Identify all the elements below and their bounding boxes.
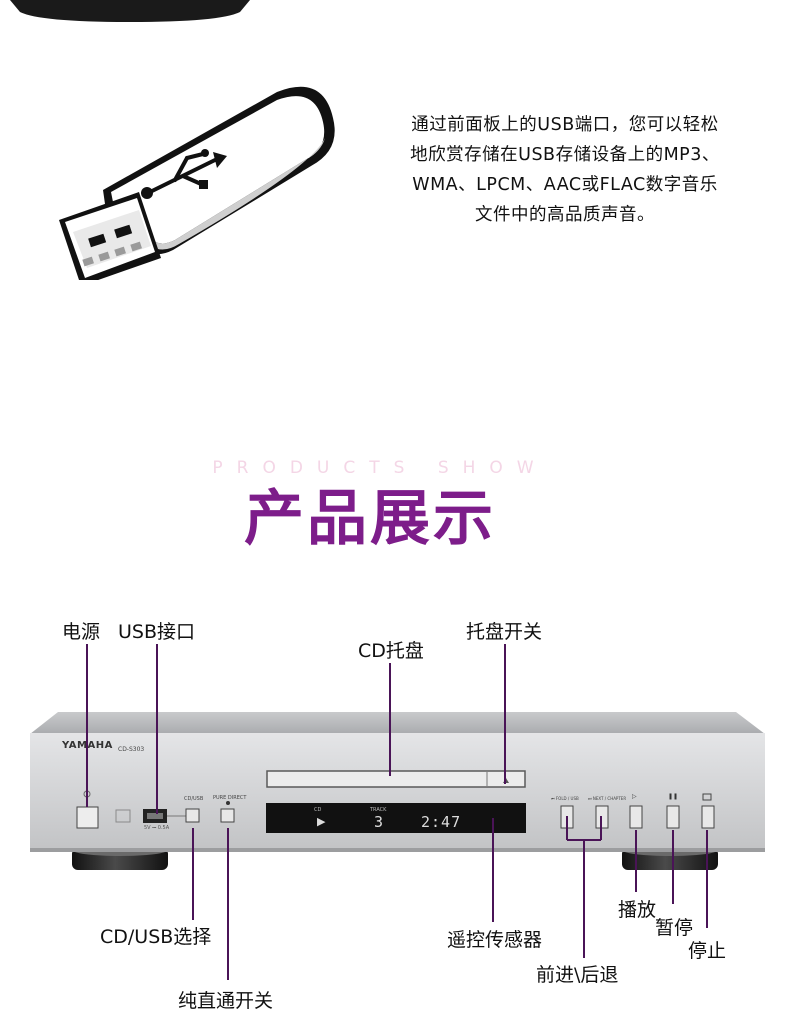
label-usb-port: USB接口 — [118, 621, 196, 643]
label-skip: 前进\后退 — [536, 964, 619, 986]
label-pause: 暂停 — [655, 917, 694, 939]
label-power: 电源 — [62, 621, 101, 643]
label-remote-sensor: 遥控传感器 — [447, 929, 543, 951]
skip-forward-text: ⏭ NEXT / CHAPTER — [588, 796, 627, 801]
section-subtitle-en: PRODUCTS SHOW — [212, 458, 548, 478]
section-title: 产品展示 — [244, 484, 496, 554]
top-foot-fragment — [10, 0, 250, 22]
pause-symbol: ❚❚ — [668, 793, 679, 800]
player-model: CD-S303 — [118, 746, 145, 753]
usb-description-line: WMA、LPCM、AAC或FLAC数字音乐 — [412, 175, 718, 195]
cd-player-front-panel — [30, 712, 765, 870]
label-play: 播放 — [618, 899, 657, 921]
display-cd-caption: CD — [314, 807, 322, 813]
pure-direct-text: PURE DIRECT — [213, 795, 247, 801]
label-stop: 停止 — [688, 940, 727, 962]
display-time: 2:47 — [421, 813, 462, 831]
label-tray-switch: 托盘开关 — [466, 621, 543, 643]
cd-usb-text: CD/USB — [184, 796, 204, 802]
usb-port-rating: 5V ⎓ 0.5A — [144, 825, 170, 831]
usb-description: 通过前面板上的USB端口，您可以轻松 地欣赏存储在USB存储设备上的MP3、 W… — [380, 110, 750, 230]
display-track-number: 3 — [374, 813, 384, 831]
skip-back-text: ⏮ FOLD / USB — [551, 796, 579, 801]
callout-lines — [86, 644, 708, 980]
usb-description-line: 通过前面板上的USB端口，您可以轻松 — [411, 115, 719, 135]
usb-description-line: 地欣赏存储在USB存储设备上的MP3、 — [410, 145, 720, 165]
usb-description-line: 文件中的高品质声音。 — [475, 205, 655, 225]
display-track-caption: TRACK — [370, 807, 387, 813]
label-cd-usb-select: CD/USB选择 — [100, 926, 212, 948]
usb-drive-illustration — [59, 86, 335, 280]
display-play-icon: ▶ — [317, 815, 326, 828]
label-cd-tray: CD托盘 — [358, 640, 424, 662]
play-pause-symbol: ▷ — [632, 793, 637, 800]
